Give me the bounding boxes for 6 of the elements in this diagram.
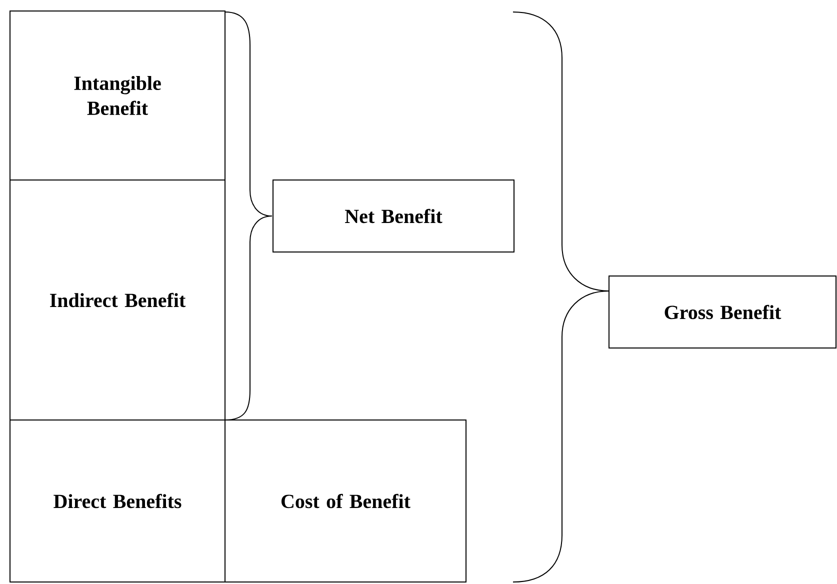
text-box: Indirect Benefit [10,180,226,420]
text-box: Gross Benefit [608,276,836,348]
text-box: Direct Benefits [10,420,226,582]
text-box: Cost of Benefit [224,420,466,582]
text-box: Net Benefit [272,180,514,252]
text-box: Intangible Benefit [10,10,226,180]
